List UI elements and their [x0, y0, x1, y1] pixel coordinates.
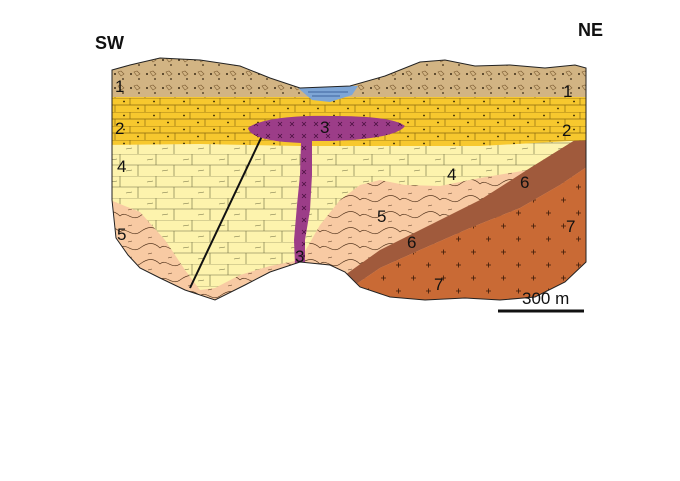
- unit-6-label-lower: 6: [407, 233, 416, 252]
- unit-1-label-left: 1: [115, 77, 124, 96]
- unit-7-label-right: 7: [566, 217, 575, 236]
- direction-label-ne: NE: [578, 20, 603, 40]
- unit-5-label-right: 5: [377, 207, 386, 226]
- unit-7-label-lower: 7: [434, 275, 443, 294]
- unit-3-label-dyke: 3: [295, 247, 304, 266]
- unit-5-label-left: 5: [117, 225, 126, 244]
- section-outline: [111, 57, 587, 301]
- unit-4-label-left: 4: [117, 157, 126, 176]
- fault-line: [189, 135, 263, 289]
- strata-group: [112, 58, 586, 300]
- unit-6-body: [345, 138, 586, 285]
- unit-2-label-left: 2: [115, 119, 124, 138]
- unit-6-label-upper: 6: [520, 173, 529, 192]
- unit-2-label-right: 2: [562, 121, 571, 140]
- unit-3-label-sill: 3: [320, 118, 329, 137]
- scale-bar-label: 300 m: [522, 289, 569, 308]
- unit-7-pattern: [340, 158, 586, 300]
- unit-1-label-right: 1: [563, 82, 572, 101]
- water-lines: [308, 91, 348, 97]
- unit-3-pattern: [248, 115, 405, 265]
- unit-4-label-right: 4: [447, 165, 456, 184]
- water-body: [298, 86, 358, 102]
- direction-label-sw: SW: [95, 33, 124, 53]
- unit-4-pattern: [112, 140, 586, 290]
